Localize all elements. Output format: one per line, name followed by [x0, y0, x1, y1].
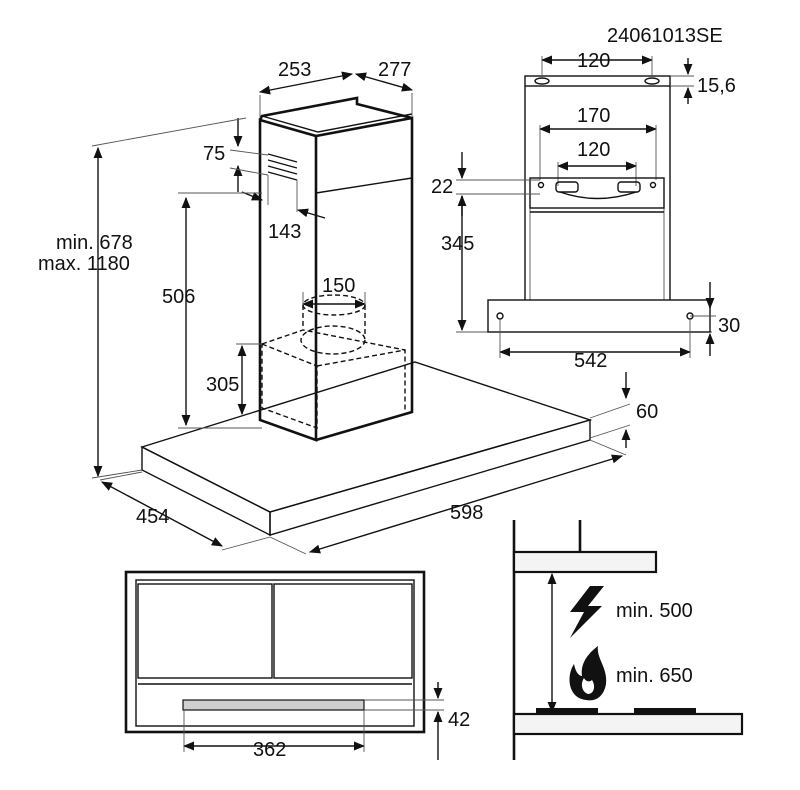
dim-hood-depth: 454: [136, 506, 169, 528]
dim-chimney-lower: 506: [162, 286, 195, 308]
clearance-view: min. 500 min. 650: [512, 520, 744, 760]
pan: [634, 708, 696, 715]
chimney-top-edge: [261, 113, 413, 133]
flame-icon: [569, 646, 607, 701]
underside-view: 362 42: [124, 570, 470, 761]
dim-height-max: max. 1180: [38, 253, 130, 275]
dim-vent-offset: 75: [203, 143, 225, 165]
dim-outlet-diameter: 150: [322, 275, 355, 297]
dim-chimney-depth: 253: [278, 59, 311, 81]
chimney-front: [258, 118, 318, 442]
dim-mount-to-canopy: 345: [441, 233, 474, 255]
vent-slots: [267, 153, 298, 181]
dim-motor-height: 305: [206, 374, 239, 396]
dim-mount-plate-height: 22: [431, 176, 453, 198]
dim-mount-plate-holes: 120: [577, 139, 610, 161]
dim-canopy-screw-spacing: 542: [574, 350, 607, 372]
dim-bracket-holes: 120: [577, 50, 610, 72]
dim-chimney-width: 277: [378, 59, 411, 81]
dim-bracket-offset: 15,6: [697, 75, 736, 97]
canopy-side: [269, 419, 591, 536]
light-strip: [182, 699, 365, 711]
clearance-hob: [512, 712, 744, 736]
dim-filter-height: 42: [448, 709, 470, 731]
pan: [536, 708, 598, 715]
dim-hood-width: 598: [450, 502, 483, 524]
wall-mount-view: 24061013SE 120 15,6 170 120: [431, 25, 740, 372]
lightning-icon: [570, 586, 604, 638]
dim-canopy-screw-height: 30: [718, 315, 740, 337]
chimney-side: [315, 116, 414, 442]
dim-vent-spacing: 143: [268, 221, 301, 243]
dim-mount-plate-width: 170: [577, 105, 610, 127]
chimney-joint: [315, 177, 413, 194]
chimney-top: [258, 96, 413, 121]
clearance-electric-label: min. 500: [616, 600, 693, 622]
clearance-hood: [512, 550, 658, 574]
hood-main-view: 253 277 75 143 150 506 305 min. 678 max.…: [38, 59, 658, 555]
dim-filter-width: 362: [253, 739, 286, 761]
model-code: 24061013SE: [607, 25, 723, 47]
dim-height-min: min. 678: [56, 232, 133, 254]
motor-box: [261, 294, 406, 429]
dim-canopy-thickness: 60: [636, 401, 658, 423]
clearance-gas-label: min. 650: [616, 665, 693, 687]
